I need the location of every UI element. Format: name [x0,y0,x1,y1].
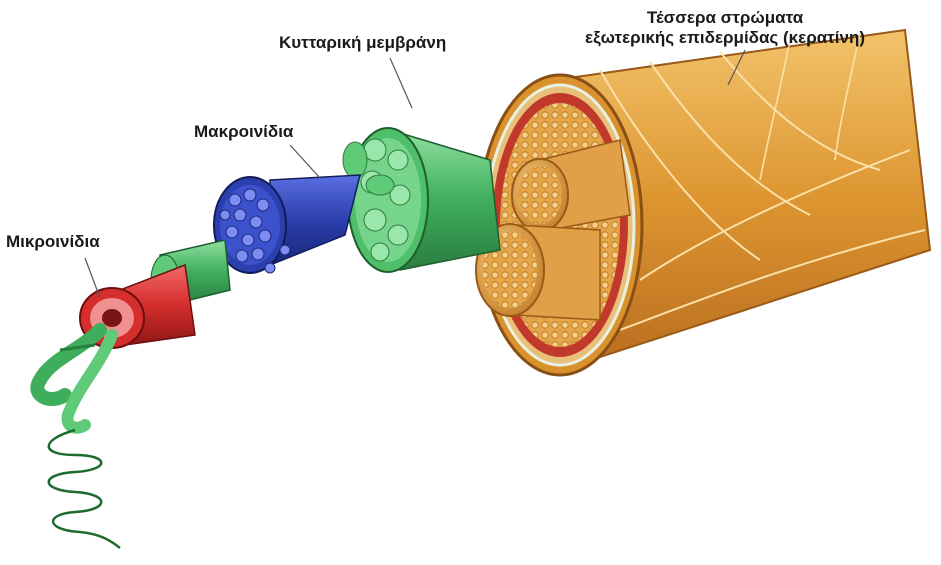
leader-micro [85,258,100,298]
label-microfibrils: Μικροινίδια [6,232,100,252]
label-cuticle-layers-line2: εξωτερικής επιδερμίδας (κερατίνη) [585,28,865,48]
label-cuticle-layers: Τέσσερα στρώματα εξωτερικής επιδερμίδας … [585,8,865,48]
alpha-helix-coil [49,430,120,548]
label-cuticle-layers-line1: Τέσσερα στρώματα [585,8,865,28]
macrofibril-segment [214,175,360,273]
leader-macro [290,145,320,178]
label-macrofibrils: Μακροινίδια [194,122,293,142]
cell-membrane-segment [343,128,500,272]
leader-membrane [390,58,412,108]
label-cell-membrane: Κυτταρική μεμβράνη [279,33,446,53]
